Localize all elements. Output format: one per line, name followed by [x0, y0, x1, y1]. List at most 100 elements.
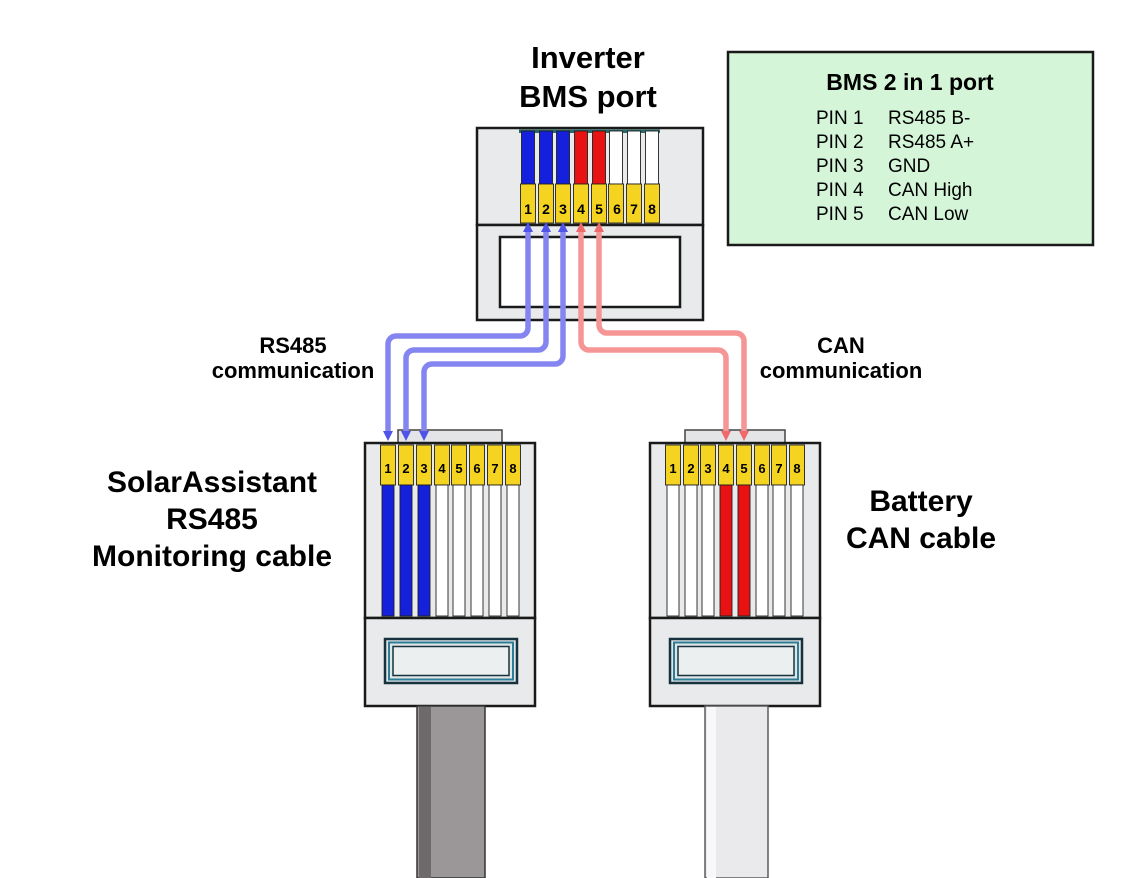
can-pin-number: 2 [687, 461, 694, 476]
rs485-pin-strip-7 [488, 484, 502, 617]
rs485-pin-strip-1 [381, 484, 395, 617]
inverter-slot-top-line [519, 129, 660, 133]
rs485-pin-strip-2 [399, 484, 413, 617]
inverter-connector: 1 2 3 4 5 6 7 8 [475, 126, 705, 322]
arrow-down-icon [721, 431, 731, 441]
can-latch-bevel [673, 641, 799, 681]
rs485-communication-label-line2: communication [212, 358, 375, 383]
can-pin-strip-1 [666, 484, 680, 617]
rs485-pin-number: 8 [509, 461, 516, 476]
inverter-title-line1: Inverter [531, 40, 645, 75]
legend-signal-2: RS485 A+ [888, 132, 974, 153]
rs485-pin-strip-6 [470, 484, 484, 617]
arrow-down-icon [739, 431, 749, 441]
inverter-pin-number: 1 [524, 201, 532, 217]
can-pin-strip-5 [737, 484, 751, 617]
legend-box: BMS 2 in 1 port PIN 1 RS485 B- PIN 2 RS4… [726, 50, 1095, 247]
rs485-latch-bevel [388, 641, 514, 681]
can-pin-number: 3 [704, 461, 711, 476]
rs485-pin-number: 1 [384, 461, 391, 476]
can-pin-number: 8 [793, 461, 800, 476]
rs485-pin-number: 7 [491, 461, 498, 476]
rs485-pin-strip-4 [435, 484, 449, 617]
can-communication-label-line2: communication [760, 358, 923, 383]
inverter-pin-number: 4 [577, 201, 585, 217]
arrow-up-icon [523, 222, 533, 232]
inverter-pin-strip-6 [609, 130, 623, 185]
rs485-pin-number: 5 [455, 461, 462, 476]
wires [383, 222, 749, 441]
inverter-pin-number: 8 [648, 201, 656, 217]
can-pin-strip-6 [755, 484, 769, 617]
legend-pin-4: PIN 4 [816, 180, 864, 201]
legend-background [726, 50, 1095, 247]
arrow-up-icon [594, 222, 604, 232]
inverter-pin-strip-1 [521, 130, 535, 185]
inverter-pin-strip-8 [645, 130, 659, 185]
legend-title: BMS 2 in 1 port [826, 69, 994, 95]
legend-pin-3: PIN 3 [816, 156, 864, 177]
can-pin-number: 5 [740, 461, 747, 476]
inverter-pad-8 [644, 183, 660, 224]
can-pin-strip-3 [701, 484, 715, 617]
wire-can-pin4 [578, 228, 729, 434]
can-cable-title-line1: Battery [869, 485, 973, 518]
inverter-pin-number: 6 [613, 201, 621, 217]
arrow-down-icon [401, 431, 411, 441]
can-cable-title-line2: CAN cable [846, 522, 996, 555]
legend-pin-5: PIN 5 [816, 204, 864, 225]
legend-signal-5: CAN Low [888, 204, 969, 225]
rs485-connector: 1 2 3 4 5 6 7 8 [363, 429, 537, 878]
arrow-up-icon [576, 222, 586, 232]
can-pin-strip-4 [719, 484, 733, 617]
legend-signal-1: RS485 B- [888, 108, 970, 129]
inverter-pin-strip-5 [592, 130, 606, 185]
inverter-pin-number: 7 [630, 201, 638, 217]
inverter-pin-number: 2 [542, 201, 550, 217]
rs485-pin-number: 2 [402, 461, 409, 476]
inverter-pin-strip-7 [627, 130, 641, 185]
arrow-down-icon [383, 431, 393, 441]
rs485-pin-strip-5 [452, 484, 466, 617]
inverter-title-line2: BMS port [519, 79, 657, 114]
rs485-communication-label-line1: RS485 [259, 333, 326, 358]
inverter-pad-6 [608, 183, 624, 224]
rs485-pin-number: 4 [438, 461, 446, 476]
wire-rs485-pin3 [421, 228, 566, 434]
rs485-pin-number: 3 [420, 461, 427, 476]
arrow-up-icon [541, 222, 551, 232]
inverter-pin-strip-4 [574, 130, 588, 185]
can-pin-number: 4 [722, 461, 730, 476]
can-pin-strip-8 [790, 484, 804, 617]
rs485-latch-window [392, 645, 510, 677]
can-connector: 1 2 3 4 5 6 7 8 [648, 429, 822, 878]
rs485-cable-title-line2: RS485 [166, 503, 258, 536]
can-communication-label-line1: CAN [817, 333, 865, 358]
inverter-pin-strip-3 [556, 130, 570, 185]
legend-pin-2: PIN 2 [816, 132, 864, 153]
arrow-down-icon [419, 431, 429, 441]
arrow-up-icon [558, 222, 568, 232]
rs485-cable-title-line3: Monitoring cable [92, 540, 332, 573]
inverter-pad-7 [626, 183, 642, 224]
inverter-pin-strip-2 [539, 130, 553, 185]
can-pin-strip-7 [772, 484, 786, 617]
rs485-pin-strip-3 [417, 484, 431, 617]
wire-rs485-pin2 [403, 228, 549, 434]
legend-signal-3: GND [888, 156, 930, 177]
rs485-pin-strip-8 [506, 484, 520, 617]
inverter-pin-number: 5 [595, 201, 603, 217]
wire-rs485-pin1 [385, 228, 531, 434]
rs485-cable-shade [419, 707, 431, 878]
rs485-pin-number: 6 [473, 461, 480, 476]
can-pin-number: 7 [775, 461, 782, 476]
rs485-cable-title-line1: SolarAssistant [107, 466, 317, 499]
legend-pin-1: PIN 1 [816, 108, 864, 129]
can-pin-number: 6 [758, 461, 765, 476]
inverter-body-upper [475, 126, 705, 227]
wire-can-pin5 [596, 228, 747, 434]
can-pin-strip-2 [684, 484, 698, 617]
legend-signal-4: CAN High [888, 180, 972, 201]
